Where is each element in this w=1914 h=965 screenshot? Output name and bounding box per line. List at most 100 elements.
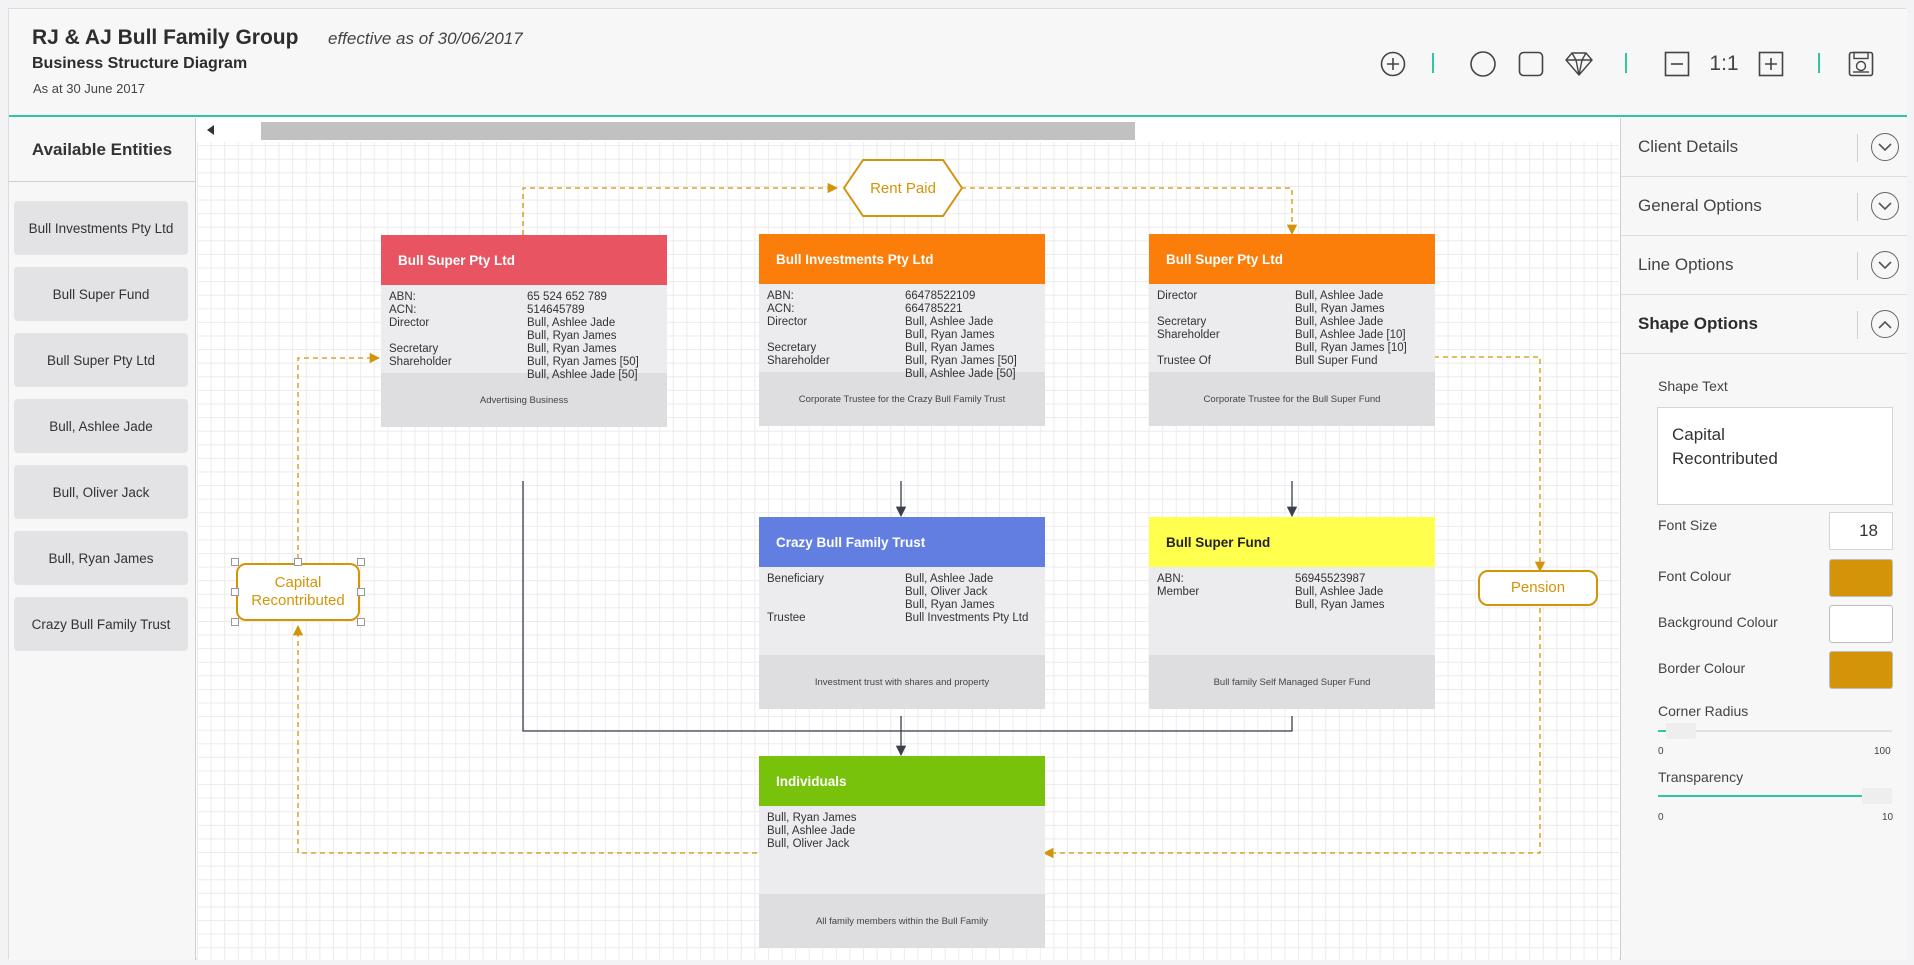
rent-paid-line-right (961, 187, 1298, 236)
node-title: Bull Super Pty Ltd (381, 235, 667, 285)
entity-item[interactable]: Crazy Bull Family Trust (14, 597, 188, 651)
detail-key: Member (1157, 586, 1200, 598)
save-icon[interactable] (1846, 49, 1876, 79)
entity-item[interactable]: Bull Super Fund (14, 267, 188, 321)
section-client-details[interactable]: Client Details (1621, 118, 1907, 177)
border-colour-swatch[interactable] (1829, 651, 1893, 689)
corner-radius-min: 0 (1658, 746, 1664, 757)
pension-line-bottom (1042, 608, 1541, 859)
circle-shape-icon[interactable] (1468, 49, 1498, 79)
slider-handle[interactable] (1666, 723, 1696, 739)
detail-value: Bull Investments Pty Ltd (905, 612, 1029, 624)
section-general-options[interactable]: General Options (1621, 177, 1907, 236)
resize-handle[interactable] (294, 558, 302, 566)
detail-value: Bull, Ashlee Jade Bull, Ryan James (527, 317, 617, 342)
section-label: Client Details (1638, 137, 1739, 156)
font-size-input[interactable]: 18 (1829, 512, 1893, 550)
section-shape-options[interactable]: Shape Options (1621, 295, 1907, 354)
detail-key: Bull, Ashlee Jade (767, 825, 856, 837)
transparency-min: 0 (1658, 812, 1664, 823)
resize-handle[interactable] (357, 618, 365, 626)
resize-handle[interactable] (357, 558, 365, 566)
transparency-slider[interactable] (1658, 788, 1892, 804)
shape-text-input[interactable]: Capital Recontributed (1657, 407, 1893, 505)
detail-value: 514645789 (527, 304, 585, 316)
detail-row: ABN: 56945523987 (1157, 573, 1427, 586)
entity-item[interactable]: Bull Investments Pty Ltd (14, 201, 188, 255)
font-colour-swatch[interactable] (1829, 559, 1893, 597)
detail-value: Bull, Ashlee Jade Bull, Ryan James (905, 316, 995, 341)
slider-fill (1658, 795, 1892, 797)
detail-key: Trustee (767, 612, 806, 624)
square-shape-icon[interactable] (1516, 49, 1546, 79)
section-label: Line Options (1638, 255, 1734, 274)
resize-handle[interactable] (231, 588, 239, 596)
add-circle-icon[interactable] (1378, 49, 1408, 79)
page-subtitle: Business Structure Diagram (32, 55, 248, 72)
detail-value: Bull, Ashlee Jade (1295, 316, 1384, 328)
entity-item[interactable]: Bull Super Pty Ltd (14, 333, 188, 387)
detail-row: Bull, Ryan James (767, 812, 1037, 825)
section-label: General Options (1638, 196, 1762, 215)
detail-key: Bull, Oliver Jack (767, 838, 850, 850)
pension-label[interactable]: Pension (1478, 570, 1598, 606)
detail-key: ABN: (1157, 573, 1184, 585)
detail-key: Director (1157, 290, 1198, 302)
shape-text-label: Shape Text (1658, 378, 1728, 394)
detail-value: 65 524 652 789 (527, 291, 607, 303)
background-colour-label: Background Colour (1658, 614, 1778, 630)
scrollbar-thumb[interactable] (261, 122, 1135, 140)
horizontal-scrollbar[interactable] (197, 118, 1619, 142)
entity-item[interactable]: Bull, Ashlee Jade (14, 399, 188, 453)
section-label: Shape Options (1638, 314, 1758, 333)
capital-recontributed-label[interactable]: Capital Recontributed (236, 563, 360, 621)
zoom-out-icon[interactable] (1662, 49, 1692, 79)
detail-key: Secretary (389, 343, 439, 355)
chevron-down-icon[interactable] (1871, 192, 1899, 220)
detail-value: Bull, Ashlee Jade [10] Bull, Ryan James … (1295, 329, 1407, 354)
border-colour-label: Border Colour (1658, 660, 1746, 676)
detail-row: Director Bull, Ashlee Jade Bull, Ryan Jam… (767, 316, 1037, 342)
detail-row: ACN:664785221 (767, 303, 1037, 316)
zoom-reset-button[interactable]: 1:1 (1706, 49, 1742, 79)
detail-key: ABN: (389, 291, 416, 303)
detail-value: Bull, Ryan James [50] Bull, Ashlee Jade … (905, 355, 1017, 380)
zoom-in-icon[interactable] (1756, 49, 1786, 79)
entity-item[interactable]: Bull, Oliver Jack (14, 465, 188, 519)
diamond-shape-icon[interactable] (1564, 49, 1594, 79)
resize-handle[interactable] (231, 618, 239, 626)
chevron-down-icon[interactable] (1871, 133, 1899, 161)
corner-radius-slider[interactable] (1658, 723, 1892, 739)
section-line-options[interactable]: Line Options (1621, 236, 1907, 295)
resize-handle[interactable] (231, 558, 239, 566)
detail-key: ABN: (767, 290, 794, 302)
detail-value: 56945523987 (1295, 573, 1366, 585)
entity-item[interactable]: Bull, Ryan James (14, 531, 188, 585)
detail-key: Director (767, 316, 808, 328)
slider-handle[interactable] (1862, 788, 1892, 804)
corner-radius-max: 100 (1874, 746, 1891, 757)
chevron-down-icon[interactable] (1871, 251, 1899, 279)
entity-node-bull-investments[interactable]: Bull Investments Pty Ltd ABN:66478522109… (759, 234, 1045, 426)
rent-paid-label[interactable]: Rent Paid (841, 157, 965, 219)
resize-handle[interactable] (357, 588, 365, 596)
background-colour-swatch[interactable] (1829, 605, 1893, 643)
scroll-left-icon[interactable] (207, 125, 214, 135)
entities-panel-title: Available Entities (9, 118, 195, 182)
detail-value: Bull, Ashlee Jade Bull, Ryan James (1295, 290, 1385, 315)
node-title: Crazy Bull Family Trust (759, 517, 1045, 567)
detail-key: Trustee Of (1157, 355, 1211, 367)
chevron-up-icon[interactable] (1871, 310, 1899, 338)
